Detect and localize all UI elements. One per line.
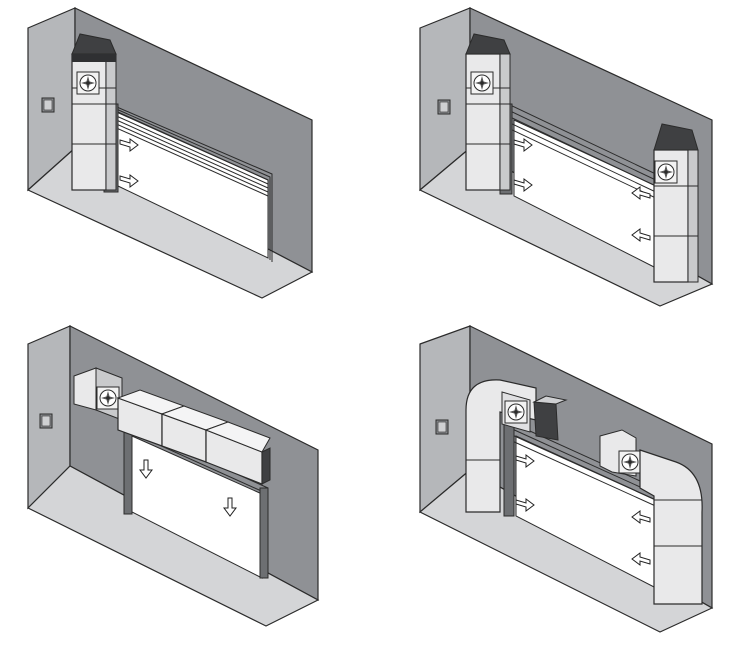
fan-icon [76, 71, 100, 95]
wall-control-icon [41, 97, 55, 113]
right-duct-column [599, 429, 703, 605]
airflow-arrow-icon [139, 459, 237, 517]
left-duct-column [465, 379, 568, 513]
airflow-arrow-icon [513, 138, 651, 242]
door-frame [109, 103, 273, 262]
panel-vertical-single [26, 7, 314, 299]
airflow-arrow-icon [119, 138, 139, 188]
vertical-air-curtain-unit-left [465, 33, 511, 191]
panel-vertical-double [418, 7, 714, 307]
wall-control-icon [39, 413, 53, 429]
airflow-arrow-icon [515, 454, 651, 566]
horizontal-air-curtain-unit [73, 367, 271, 485]
fan-icon [470, 71, 494, 95]
door-frame [507, 103, 661, 201]
vertical-air-curtain-unit [71, 33, 117, 191]
fan-icon [618, 450, 642, 474]
door-frame [509, 421, 661, 509]
floor [26, 465, 320, 627]
fan-icon [654, 160, 678, 184]
wall-control-icon [435, 419, 449, 435]
panel-combined-vertical-horizontal [418, 325, 714, 633]
fan-icon [96, 386, 120, 410]
fan-icon [504, 400, 528, 424]
panel-horizontal-overhead [26, 325, 320, 627]
wall-control-icon [437, 99, 451, 115]
vertical-air-curtain-unit-right [653, 123, 699, 283]
